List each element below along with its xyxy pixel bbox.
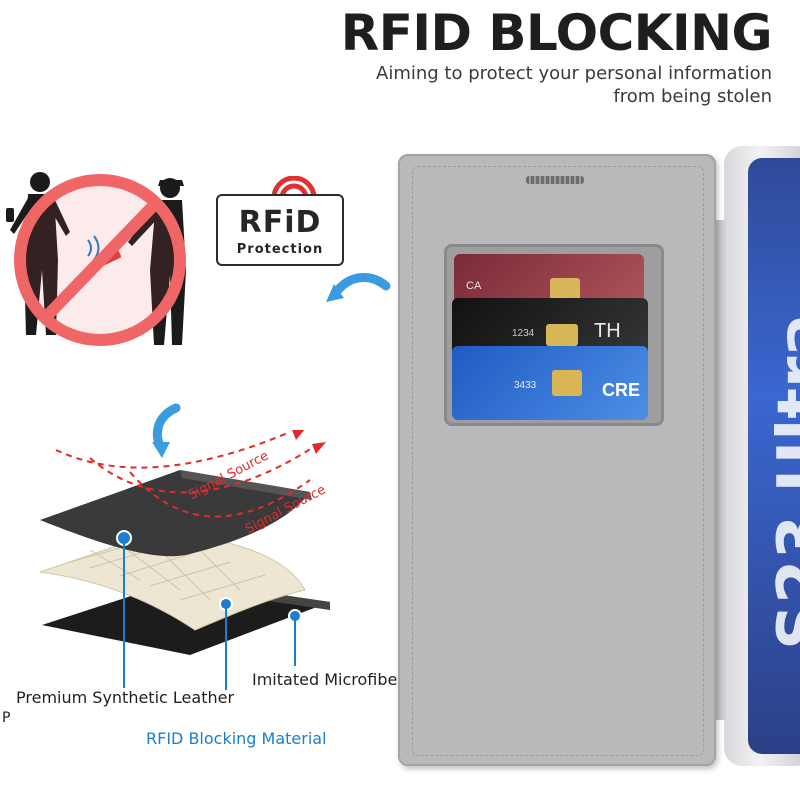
chip-icon [546, 324, 578, 346]
callout-dots [116, 530, 302, 690]
stray-letter: P [2, 710, 11, 726]
chip-icon [552, 370, 582, 396]
card-3-text: CRE [602, 380, 641, 400]
card-2-number: 1234 [512, 328, 535, 339]
card-3-number: 3433 [514, 380, 537, 391]
label-rfid-material: RFID Blocking Material [146, 729, 327, 748]
card-2-text: TH [594, 320, 621, 342]
prohibition-sign-icon [14, 174, 186, 346]
material-layers-illustration [39, 430, 330, 690]
card-1-text: CA [466, 280, 482, 292]
rfid-protection-badge: RFiD Protection [216, 194, 344, 266]
label-premium-leather: Premium Synthetic Leather [16, 688, 235, 707]
theft-prohibition-illustration [6, 172, 186, 346]
phone-screen [748, 158, 800, 754]
speaker-grille-icon [526, 176, 584, 184]
subtitle-line-2: from being stolen [613, 86, 772, 107]
chip-icon [550, 278, 580, 300]
curved-arrow-down-icon [152, 403, 181, 458]
case-stitching [412, 166, 704, 756]
card-3: CRE 3433 [452, 346, 648, 420]
page-title: RFID BLOCKING [340, 4, 773, 62]
phone-model-text: S23 Ultra [765, 313, 800, 650]
page-subtitle: Aiming to protect your personal informat… [330, 62, 772, 108]
signal-arrows [55, 431, 313, 518]
label-microfiber: Imitated Microfiber [252, 670, 404, 689]
badge-word: RFiD [238, 205, 322, 240]
curved-arrow-left-icon [326, 273, 391, 302]
badge-subtext: Protection [236, 242, 324, 257]
leather-layer [40, 470, 310, 557]
subtitle-line-1: Aiming to protect your personal informat… [376, 63, 772, 84]
